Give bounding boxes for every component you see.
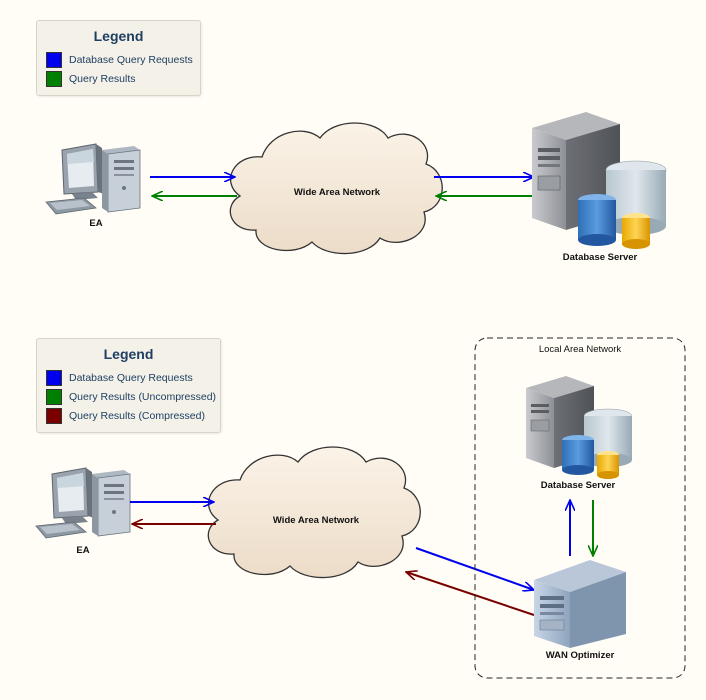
legend-item-query-results-compressed: Query Results (Compressed) [37,406,220,425]
client-label: EA [76,545,89,556]
server-label: Database Server [563,252,638,263]
network-label: Wide Area Network [273,515,360,526]
legend-item-query-requests: Database Query Requests [37,50,200,69]
legend-item-query-requests: Database Query Requests [37,368,220,387]
legend-2: Legend Database Query Requests Query Res… [36,338,221,433]
legend-item-label: Query Results [69,72,136,85]
legend-item-label: Database Query Requests [69,53,193,66]
legend-item-label: Query Results (Compressed) [69,409,205,422]
legend-title: Legend [103,346,154,362]
legend-item-label: Query Results (Uncompressed) [69,390,217,403]
legend-swatch [46,70,62,87]
wan-optimizer [534,560,626,648]
client-workstation-1 [45,143,141,215]
legend-item-query-results: Query Results [37,69,200,88]
database-server-2 [526,376,633,479]
legend-1: Legend Database Query Requests Query Res… [36,20,201,96]
database-server-1 [532,112,667,249]
legend-swatch [46,369,62,386]
network-label: Wide Area Network [294,187,381,198]
legend-swatch [46,388,62,405]
lan-boundary [474,337,686,679]
legend-item-query-results-uncompressed: Query Results (Uncompressed) [37,387,220,406]
wan-cloud-1 [229,122,443,255]
optimizer-label: WAN Optimizer [546,650,615,661]
server-label: Database Server [541,480,616,491]
legend-title: Legend [93,28,144,44]
legend-swatch [46,407,62,424]
lan-label: Local Area Network [539,344,622,355]
legend-swatch [46,51,62,68]
client-label: EA [89,218,102,229]
wan-cloud-2 [207,446,421,579]
legend-item-label: Database Query Requests [69,371,193,384]
compressed-result-arrow-optimizer-to-wan [406,572,535,616]
client-workstation-2 [35,467,131,539]
